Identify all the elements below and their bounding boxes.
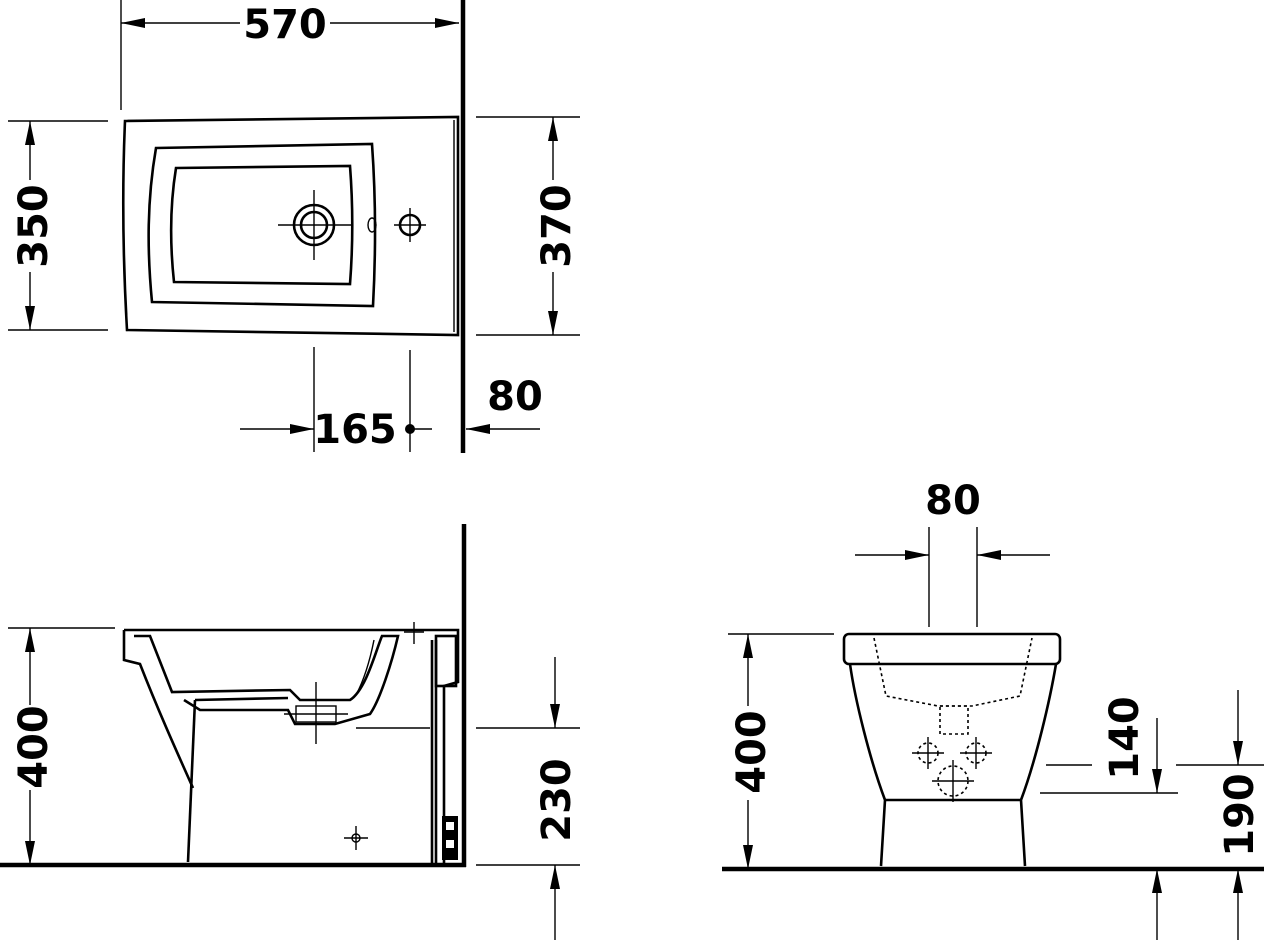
front-view-body-left (848, 663, 887, 867)
dim-height-label: 400 (11, 705, 57, 789)
dim-supply-height-label: 140 (1102, 696, 1148, 780)
supply-connection-right-icon (960, 737, 992, 769)
side-view: 400 230 (0, 524, 580, 940)
front-view-hidden-bowl (873, 637, 1033, 707)
tap-hole-icon (394, 208, 426, 242)
top-view-bowl-inner (169, 164, 354, 286)
drain-icon (278, 190, 352, 260)
fixing-point-icon (344, 826, 368, 850)
dim-tap-offset-label: 165 (313, 407, 397, 453)
dim-depth-to-wall-label: 370 (534, 184, 580, 268)
side-view-body-outline (124, 628, 460, 866)
dim-point-marker (405, 424, 415, 434)
waste-connection-icon (932, 760, 974, 802)
top-view: 570 350 370 165 80 (8, 0, 580, 453)
side-view-bowl-section (134, 634, 400, 726)
dim-waste-height-label: 190 (1217, 773, 1263, 857)
top-view-bowl-outer (147, 142, 377, 308)
dim-connection-spacing-label: 80 (925, 478, 981, 524)
overflow-icon (367, 217, 377, 233)
dim-front-height-label: 400 (729, 710, 775, 794)
front-view-rim (842, 632, 1062, 666)
dim-outlet-height-label: 230 (534, 758, 580, 842)
front-view-body-right (1019, 663, 1058, 867)
top-view-outer-rim (121, 115, 460, 337)
dim-depth-label: 350 (11, 184, 57, 268)
dim-width-label: 570 (243, 2, 327, 48)
dim-wall-gap-label: 80 (487, 374, 543, 420)
supply-connection-left-icon (912, 737, 944, 769)
front-view: 80 400 140 190 (722, 478, 1264, 940)
